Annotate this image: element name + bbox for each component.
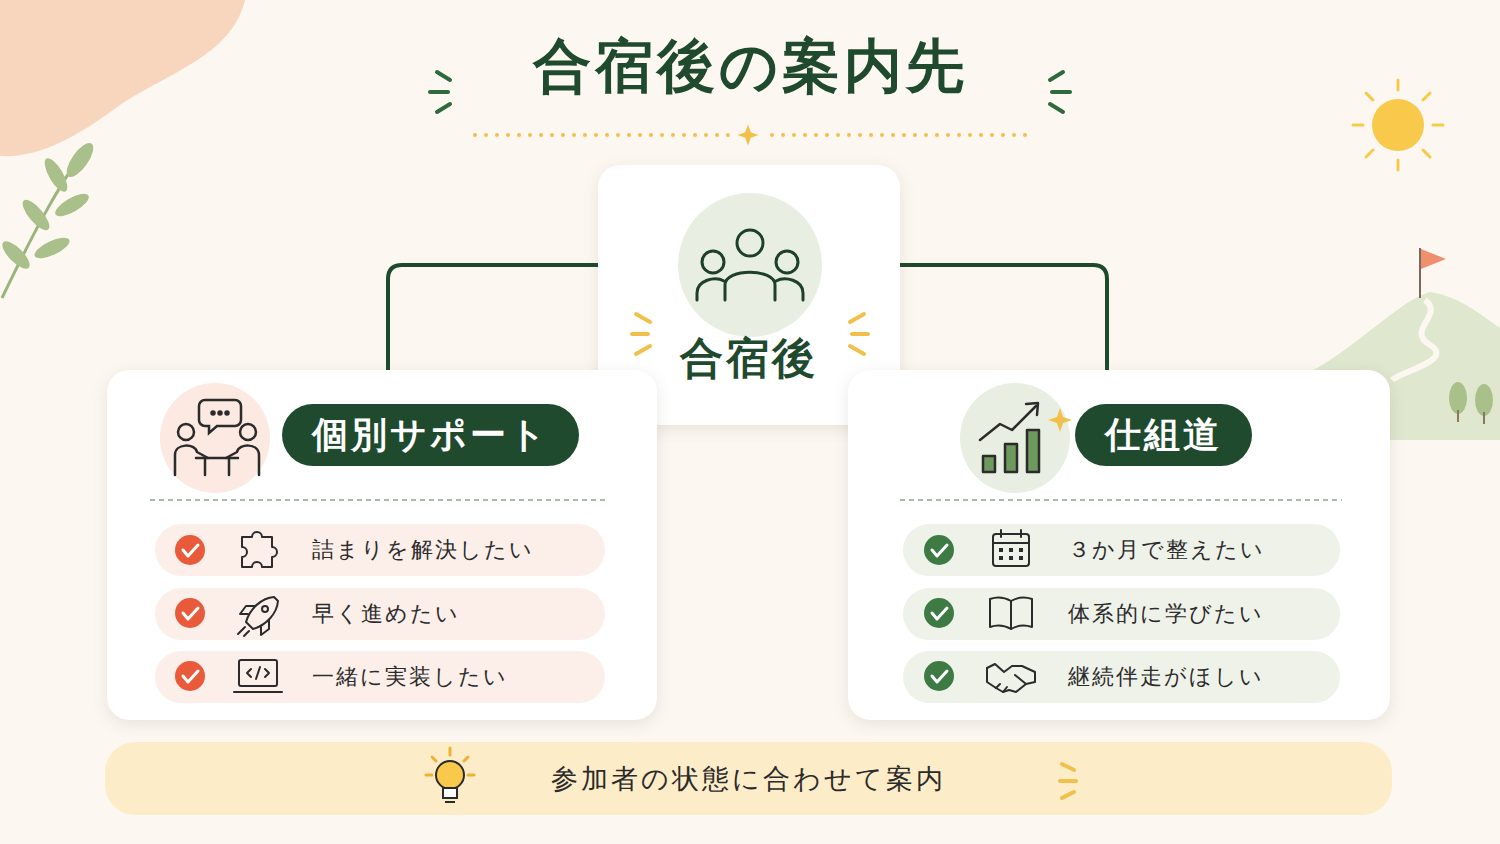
need-row: 早く進めたい bbox=[155, 588, 605, 640]
dashed-divider bbox=[900, 499, 1342, 501]
sun bbox=[1353, 80, 1443, 170]
check-marks-left bbox=[175, 535, 205, 691]
book-icon bbox=[990, 598, 1032, 629]
corner-blob bbox=[0, 0, 245, 156]
row-text: 一緒に実装したい bbox=[312, 651, 508, 703]
row-text: 早く進めたい bbox=[312, 588, 460, 640]
lightbulb-icon bbox=[426, 748, 474, 802]
row-text: ３か月で整えたい bbox=[1068, 524, 1265, 576]
row-text: 体系的に学びたい bbox=[1068, 588, 1264, 640]
calendar-icon bbox=[993, 530, 1029, 566]
sparkle bbox=[733, 120, 763, 150]
note-band: 参加者の状態に合わせて案内 bbox=[105, 742, 1392, 815]
icon-circle bbox=[678, 193, 822, 337]
leaf-branch bbox=[0, 139, 98, 298]
header-pill: 個別サポート bbox=[282, 404, 579, 466]
puzzle-icon bbox=[242, 532, 277, 567]
dashed-divider bbox=[150, 499, 608, 501]
icon-circle bbox=[160, 383, 270, 493]
meeting-icon bbox=[175, 400, 259, 475]
growth-chart-icon bbox=[980, 403, 1039, 472]
icon-circle bbox=[960, 383, 1070, 493]
handshake-icon bbox=[987, 664, 1035, 692]
connector bbox=[388, 265, 598, 370]
option-card: 個別サポート詰まりを解決したい早く進めたい一緒に実装したい bbox=[107, 370, 657, 720]
need-row: ３か月で整えたい bbox=[903, 524, 1340, 576]
sparkle-lines bbox=[632, 314, 868, 354]
band-text: 参加者の状態に合わせて案内 bbox=[105, 742, 1392, 815]
people-icon bbox=[697, 230, 803, 300]
need-row: 体系的に学びたい bbox=[903, 588, 1340, 640]
need-row: 一緒に実装したい bbox=[155, 651, 605, 703]
need-row: 継続伴走がほしい bbox=[903, 651, 1340, 703]
connector bbox=[900, 265, 1107, 370]
row-text: 継続伴走がほしい bbox=[1068, 651, 1264, 703]
check-marks-right bbox=[924, 535, 954, 691]
center-text: 合宿後 bbox=[598, 333, 900, 385]
diagram-title: 合宿後の案内先 bbox=[0, 32, 1500, 102]
dotted-rule bbox=[475, 133, 1028, 137]
rocket-icon bbox=[238, 597, 278, 636]
sparkle bbox=[1048, 408, 1072, 432]
header-pill: 仕組道 bbox=[1075, 404, 1252, 466]
laptop-code-icon bbox=[234, 660, 282, 692]
need-row: 詰まりを解決したい bbox=[155, 524, 605, 576]
row-text: 詰まりを解決したい bbox=[312, 524, 534, 576]
sparkle-lines bbox=[1060, 764, 1076, 798]
option-card: 仕組道 ３か月で整えたい体系的に学びたい継続伴走がほしい bbox=[848, 370, 1390, 720]
